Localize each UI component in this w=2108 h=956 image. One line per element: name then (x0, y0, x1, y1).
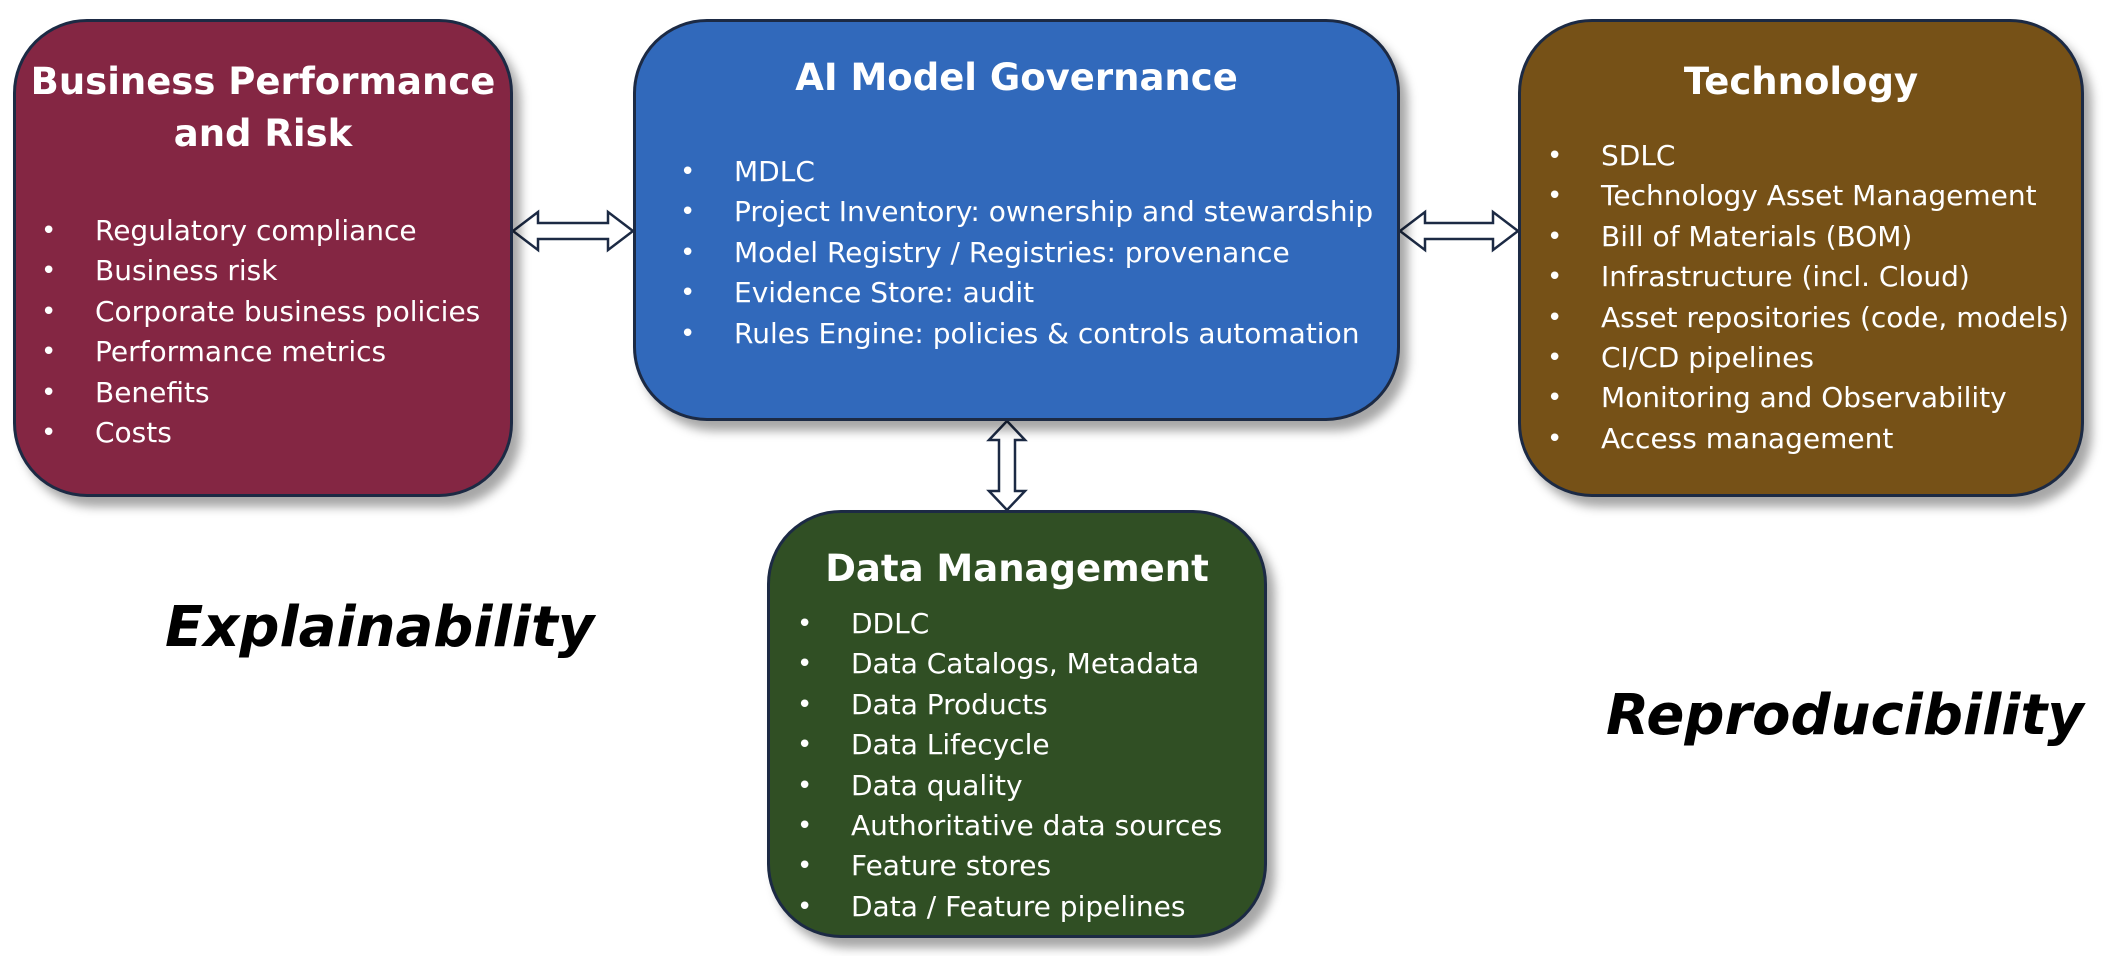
list-item: Model Registry / Registries: provenance (680, 233, 1373, 274)
list-item: Technology Asset Management (1547, 176, 2069, 217)
list-item: Project Inventory: ownership and steward… (680, 192, 1373, 233)
list-item: Benefits (41, 373, 480, 414)
data-management-title: Data Management (825, 547, 1209, 590)
data-management-box: Data Management DDLC Data Catalogs, Meta… (767, 510, 1267, 938)
business-performance-title: Business Performance and Risk (30, 60, 496, 155)
list-item: MDLC (680, 152, 1373, 193)
list-item: Feature stores (797, 846, 1222, 887)
ai-model-governance-title: AI Model Governance (795, 56, 1238, 99)
list-item: Data Products (797, 685, 1222, 726)
list-item: Infrastructure (incl. Cloud) (1547, 257, 2069, 298)
reproducibility-label: Reproducibility (1606, 683, 2084, 748)
list-item: Business risk (41, 251, 480, 292)
list-item: SDLC (1547, 136, 2069, 177)
list-item: Costs (41, 413, 480, 454)
technology-list: SDLC Technology Asset Management Bill of… (1547, 136, 2069, 460)
business-performance-list: Regulatory compliance Business risk Corp… (41, 211, 480, 454)
ai-model-governance-box: AI Model Governance MDLC Project Invento… (633, 19, 1400, 421)
list-item: Asset repositories (code, models) (1547, 298, 2069, 339)
list-item: Regulatory compliance (41, 211, 480, 252)
data-management-list: DDLC Data Catalogs, Metadata Data Produc… (797, 604, 1222, 928)
list-item: Data / Feature pipelines (797, 887, 1222, 928)
double-arrow-governance-technology (1397, 209, 1521, 253)
list-item: Access management (1547, 419, 2069, 460)
technology-box: Technology SDLC Technology Asset Managem… (1518, 19, 2084, 497)
list-item: Corporate business policies (41, 292, 480, 333)
list-item: Performance metrics (41, 332, 480, 373)
list-item: Evidence Store: audit (680, 273, 1373, 314)
list-item: Bill of Materials (BOM) (1547, 217, 2069, 258)
list-item: Rules Engine: policies & controls automa… (680, 314, 1373, 355)
list-item: CI/CD pipelines (1547, 338, 2069, 379)
double-arrow-business-governance (510, 209, 636, 253)
technology-title: Technology (1683, 60, 1919, 103)
list-item: Data Catalogs, Metadata (797, 644, 1222, 685)
list-item: Data quality (797, 766, 1222, 807)
ai-model-governance-list: MDLC Project Inventory: ownership and st… (680, 152, 1373, 354)
list-item: Data Lifecycle (797, 725, 1222, 766)
list-item: Authoritative data sources (797, 806, 1222, 847)
business-performance-box: Business Performance and Risk Regulatory… (13, 19, 513, 497)
list-item: DDLC (797, 604, 1222, 645)
double-arrow-governance-data (986, 419, 1028, 512)
list-item: Monitoring and Observability (1547, 378, 2069, 419)
explainability-label: Explainability (165, 595, 595, 660)
